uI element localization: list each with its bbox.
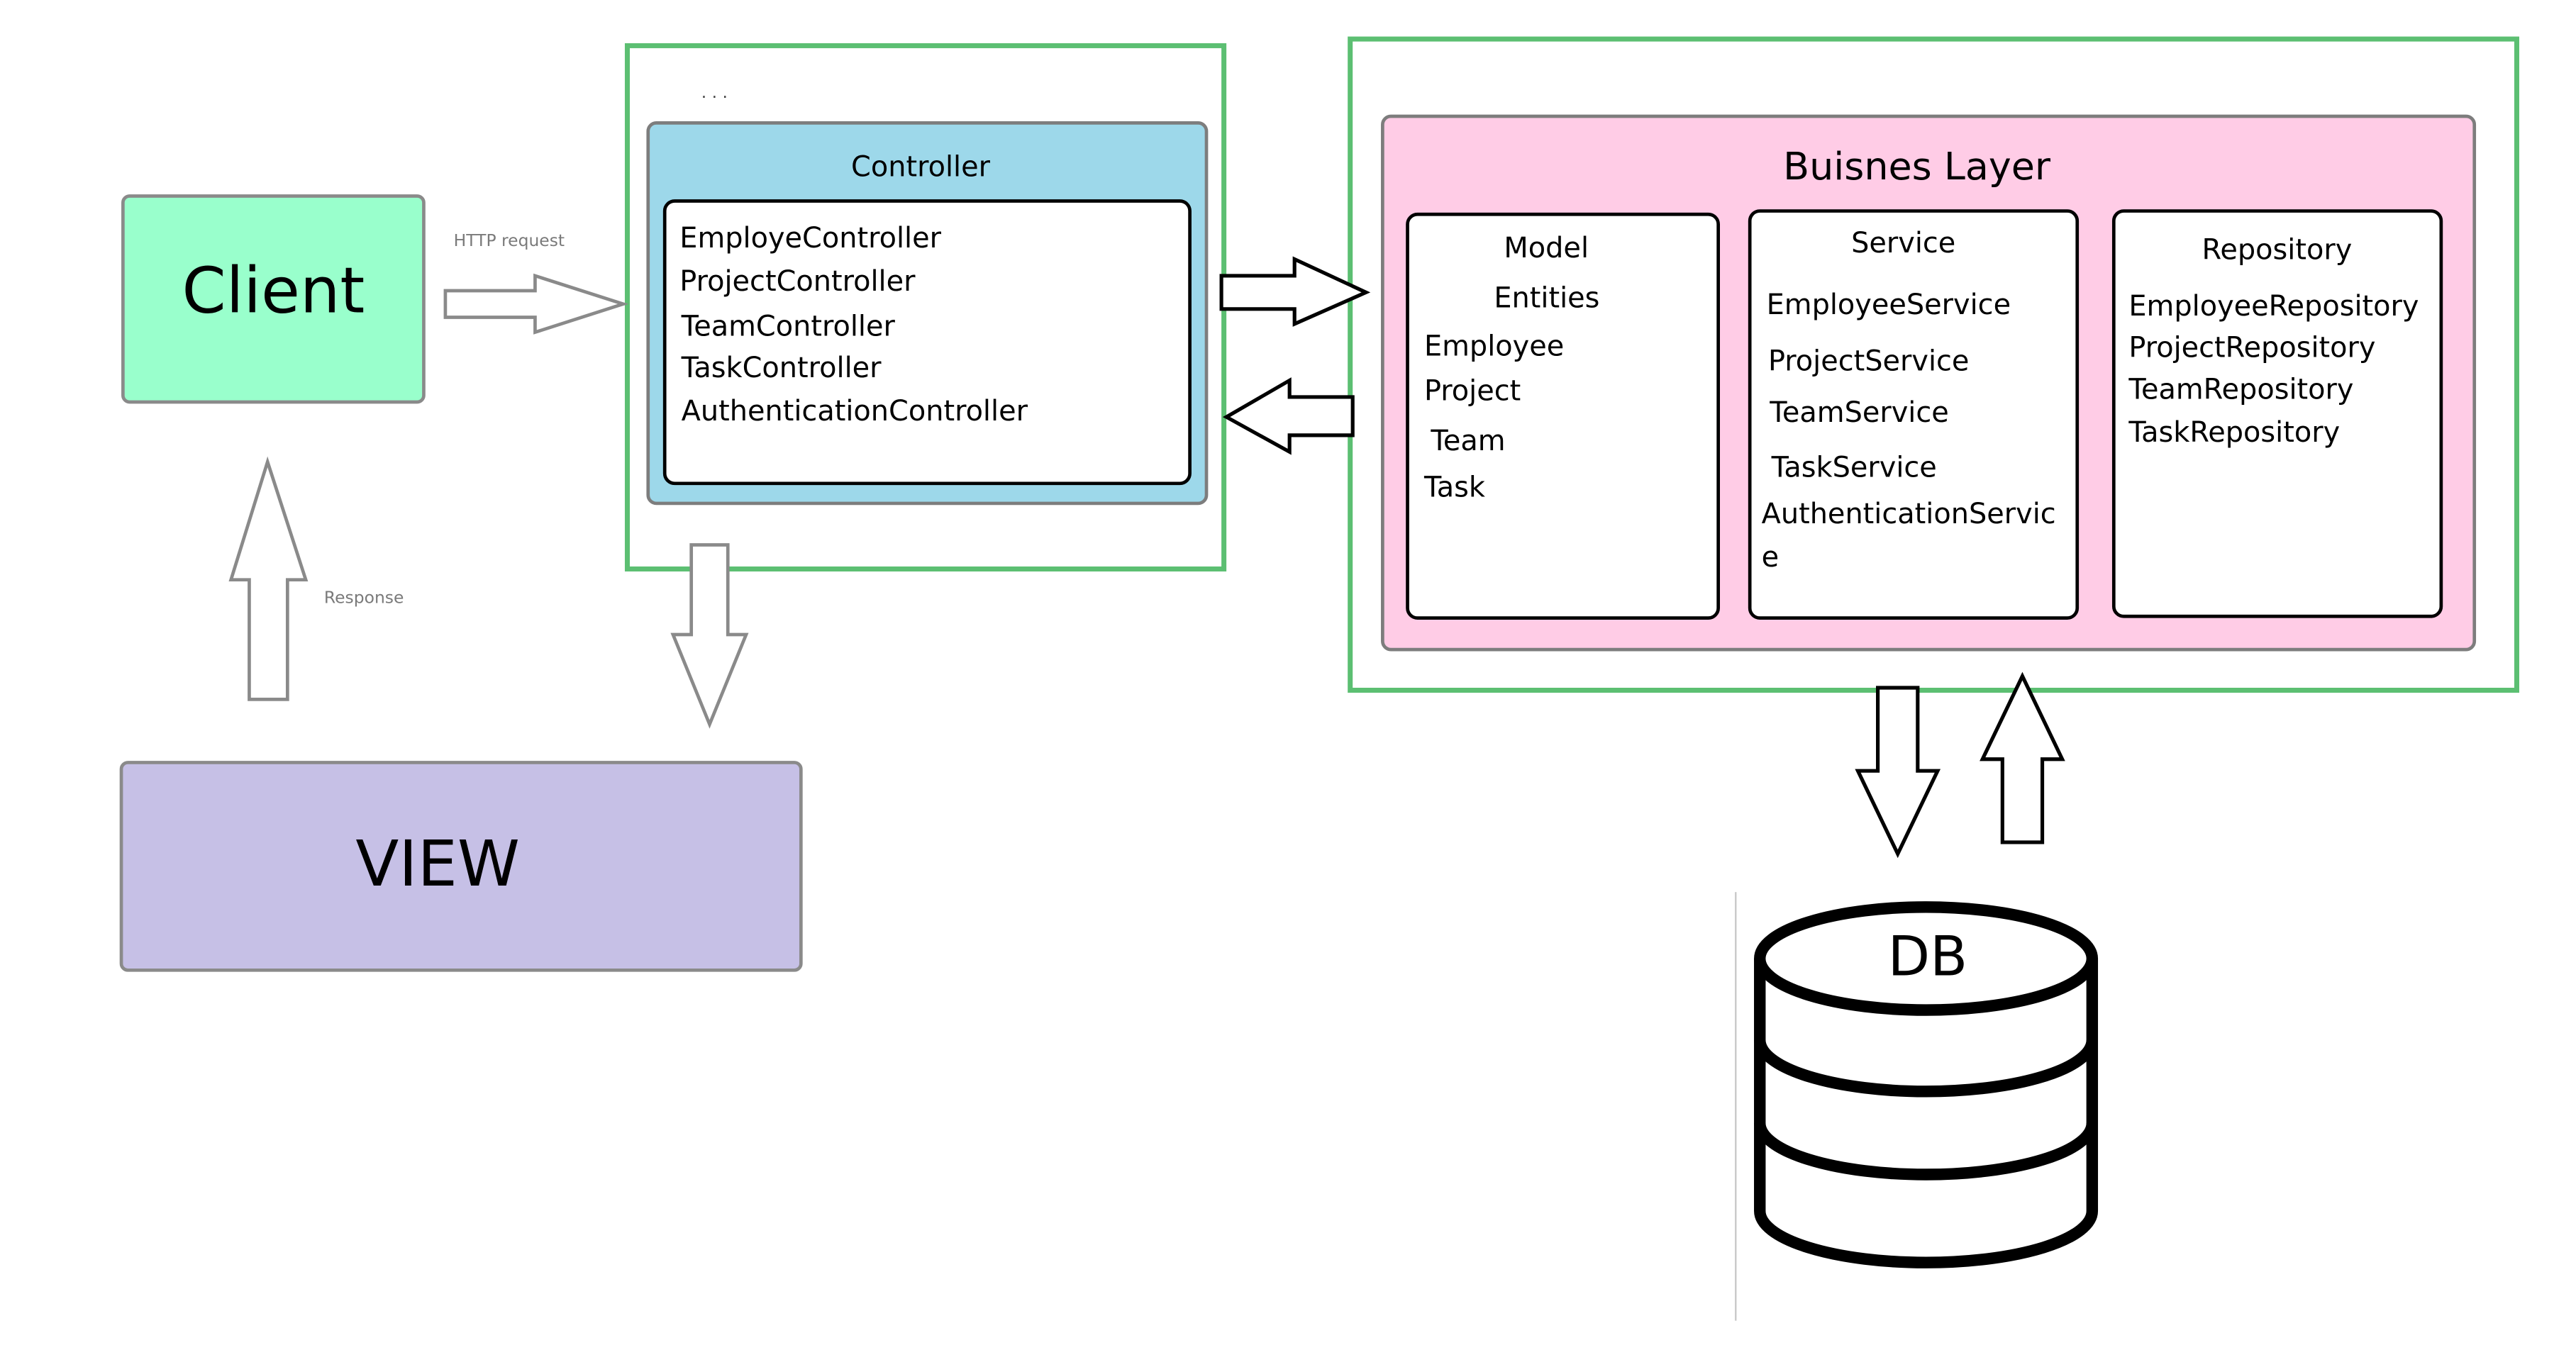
business-to-db-arrow	[1855, 686, 1941, 859]
controller-item: EmployeController	[679, 222, 941, 256]
model-title: Model	[1504, 233, 1589, 266]
service-item: TeamService	[1770, 396, 1949, 430]
repository-item: EmployeeRepository	[2128, 291, 2419, 324]
service-item: ProjectService	[1767, 345, 1970, 379]
service-item: EmployeeService	[1766, 289, 2011, 323]
controller-item: AuthenticationController	[681, 395, 1028, 429]
controller-outline-marks: . . .	[701, 84, 728, 104]
repository-item: ProjectRepository	[2128, 332, 2376, 366]
database-icon	[1754, 901, 2099, 1268]
controller-item: TeamController	[681, 311, 895, 345]
service-title: Service	[1851, 227, 1956, 261]
model-item: Team	[1431, 425, 1506, 459]
response-arrow	[228, 456, 309, 701]
db-to-business-arrow	[1980, 671, 2065, 844]
model-item: Task	[1423, 472, 1485, 506]
divider-line	[1735, 892, 1737, 1321]
controller-list-box	[662, 199, 1192, 486]
view-label: VIEW	[355, 827, 520, 900]
repository-item: TeamRepository	[2128, 374, 2354, 408]
repository-title: Repository	[2202, 234, 2353, 268]
model-box	[1406, 212, 1721, 620]
client-box: Client	[121, 194, 426, 404]
repository-box	[2111, 209, 2443, 618]
controller-to-view-arrow	[670, 543, 749, 729]
service-item: AuthenticationServic	[1761, 498, 2056, 532]
business-to-controller-arrow	[1222, 377, 1355, 455]
controller-item: ProjectController	[679, 265, 916, 299]
model-subtitle: Entities	[1494, 282, 1600, 316]
controller-item: TaskController	[681, 352, 882, 386]
http-request-arrow	[443, 273, 629, 335]
db-label: DB	[1887, 923, 1968, 989]
service-box	[1748, 209, 2080, 620]
repository-item: TaskRepository	[2128, 417, 2341, 450]
response-label: Response	[323, 589, 404, 608]
view-box: VIEW	[119, 761, 803, 972]
model-item: Employee	[1423, 330, 1565, 364]
controller-to-business-arrow	[1219, 256, 1371, 327]
business-layer-title: Buisnes Layer	[1783, 146, 2051, 190]
model-item: Project	[1423, 375, 1521, 409]
service-item: TaskService	[1771, 452, 1937, 486]
service-item: e	[1761, 541, 1780, 575]
controller-title: Controller	[851, 151, 990, 185]
client-label: Client	[182, 254, 365, 328]
http-request-label: HTTP request	[453, 233, 565, 251]
business-group-outline	[1348, 36, 2519, 693]
